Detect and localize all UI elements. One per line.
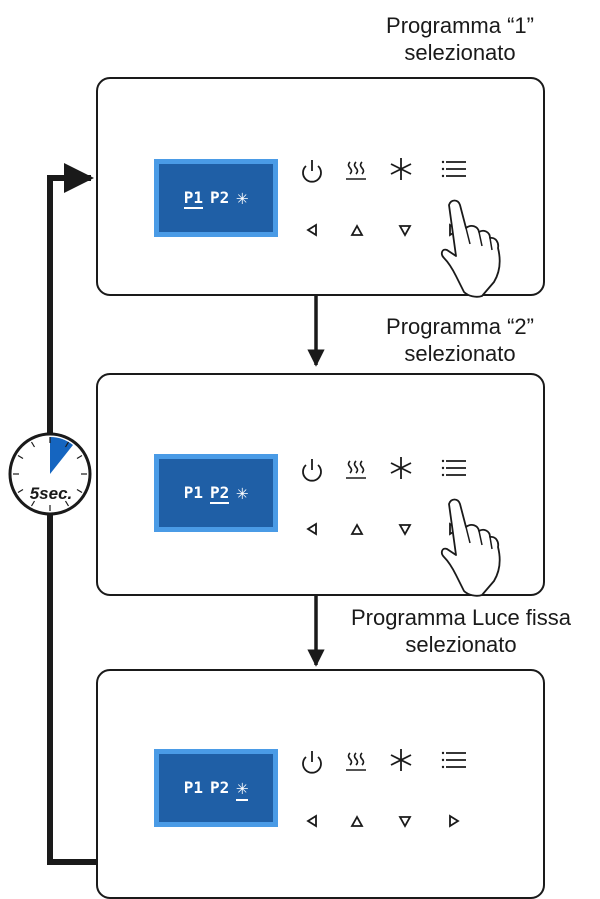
lcd-display: P1 P2 ✳ — [154, 749, 278, 827]
fixed-light-icon: ✳ — [236, 480, 249, 504]
program-p1-label: P1 — [183, 777, 203, 797]
lcd-display: P1 P2 ✳ — [154, 159, 278, 237]
program-p1-label: P1 — [183, 187, 203, 209]
control-panel-1: P1 P2 ✳ — [96, 77, 545, 296]
loop-back-line — [47, 163, 96, 865]
caption-programma-2: Programma “2” selezionato — [386, 314, 534, 366]
program-p2-label: P2 — [209, 187, 230, 207]
lcd-display: P1 P2 ✳ — [154, 454, 278, 532]
program-p1-label: P1 — [183, 482, 203, 502]
fixed-light-icon: ✳ — [236, 775, 249, 801]
fixed-light-icon: ✳ — [236, 185, 249, 209]
control-panel-2: P1 P2 ✳ — [96, 373, 545, 596]
caption-programma-1: Programma “1” selezionato — [386, 13, 534, 65]
timer-label: 5sec. — [29, 484, 73, 503]
program-p2-label: P2 — [209, 482, 230, 504]
timer-elapsed-wedge — [50, 437, 73, 474]
control-panel-3: P1 P2 ✳ — [96, 669, 545, 899]
caption-programma-luce-fissa: Programma Luce fissa selezionato — [350, 605, 572, 657]
program-p2-label: P2 — [209, 777, 230, 797]
